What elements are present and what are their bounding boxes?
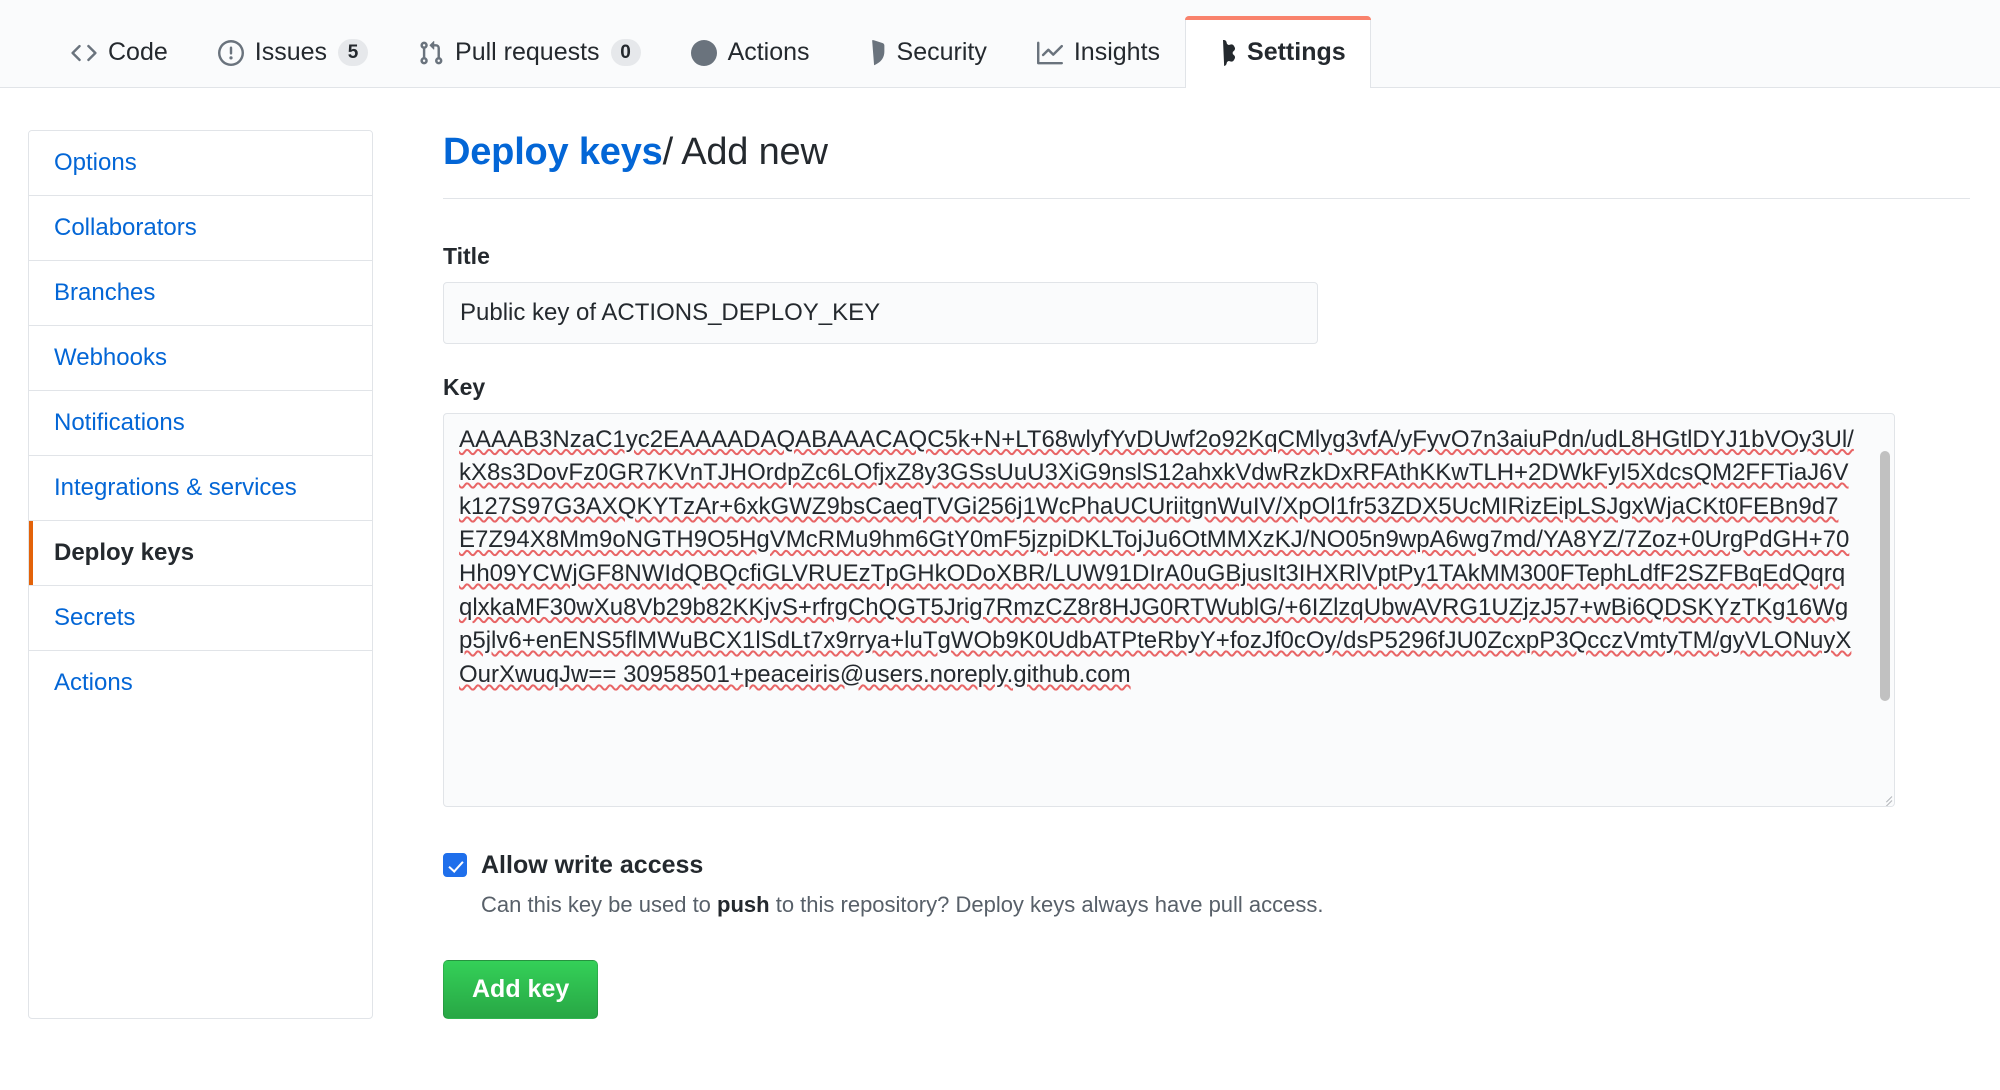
repo-nav-tabs: Code Issues 5 Pull requests 0 Actions Se…: [0, 0, 2000, 88]
sidebar-item-secrets[interactable]: Secrets: [29, 586, 372, 651]
tab-actions-label: Actions: [727, 38, 810, 66]
help-bold-push: push: [717, 891, 770, 917]
breadcrumb-deploy-keys-link[interactable]: Deploy keys: [443, 131, 663, 173]
tab-issues-label: Issues: [254, 38, 328, 66]
add-key-button[interactable]: Add key: [443, 960, 599, 1020]
key-textarea-scrollbar[interactable]: [1877, 414, 1893, 806]
shield-icon: [860, 39, 886, 66]
help-prefix: Can this key be used to: [481, 891, 718, 917]
gear-icon: [1210, 39, 1236, 66]
breadcrumb-current: Add new: [681, 131, 828, 173]
tab-settings[interactable]: Settings: [1185, 16, 1371, 88]
sidebar-item-webhooks[interactable]: Webhooks: [29, 326, 372, 391]
tab-issues-counter: 5: [338, 39, 369, 66]
tab-security[interactable]: Security: [835, 17, 1012, 87]
tab-security-label: Security: [896, 38, 987, 66]
code-icon: [71, 40, 97, 66]
sidebar-item-integrations-services[interactable]: Integrations & services: [29, 456, 372, 521]
sidebar-item-notifications[interactable]: Notifications: [29, 391, 372, 456]
tab-insights-label: Insights: [1073, 38, 1161, 66]
play-icon: [690, 39, 717, 66]
allow-write-access-checkbox[interactable]: [443, 853, 467, 878]
sidebar-item-branches[interactable]: Branches: [29, 261, 372, 326]
sidebar-item-deploy-keys[interactable]: Deploy keys: [29, 521, 372, 586]
tab-pull-requests[interactable]: Pull requests 0: [393, 17, 666, 87]
breadcrumb-separator: /: [662, 131, 674, 173]
page-title: Deploy keys/ Add new: [443, 130, 1970, 199]
tab-pull-requests-label: Pull requests: [455, 38, 600, 66]
settings-sidebar: Options Collaborators Branches Webhooks …: [28, 130, 373, 1020]
key-textarea-value: AAAAB3NzaC1yc2EAAAADAQABAAACAQC5k+N+LT68…: [459, 425, 1854, 688]
key-field-label: Key: [443, 373, 486, 400]
help-suffix: to this repository? Deploy keys always h…: [769, 891, 1324, 917]
tab-settings-label: Settings: [1247, 38, 1346, 66]
allow-write-access-help: Can this key be used to push to this rep…: [481, 890, 1970, 921]
allow-write-access-label: Allow write access: [481, 850, 704, 879]
sidebar-item-options[interactable]: Options: [29, 131, 372, 196]
textarea-resize-handle[interactable]: [1876, 788, 1893, 806]
title-field-label: Title: [443, 242, 490, 269]
settings-page: Options Collaborators Branches Webhooks …: [0, 88, 2000, 1020]
issue-opened-icon: [217, 39, 244, 66]
sidebar-item-actions[interactable]: Actions: [29, 651, 372, 715]
key-textarea[interactable]: AAAAB3NzaC1yc2EAAAADAQABAAACAQC5k+N+LT68…: [443, 412, 1895, 807]
allow-write-access-row[interactable]: Allow write access: [443, 851, 1970, 880]
git-pull-request-icon: [418, 40, 444, 66]
main-content: Deploy keys/ Add new Title Key AAAAB3Nza…: [373, 130, 2000, 1020]
tab-code-label: Code: [108, 38, 168, 66]
title-input[interactable]: [443, 281, 1318, 344]
tab-pull-requests-counter: 0: [610, 39, 641, 66]
tab-actions[interactable]: Actions: [666, 17, 835, 87]
scrollbar-thumb[interactable]: [1880, 450, 1890, 701]
tab-issues[interactable]: Issues 5: [193, 17, 393, 87]
sidebar-item-collaborators[interactable]: Collaborators: [29, 196, 372, 261]
graph-icon: [1036, 40, 1063, 66]
tab-insights[interactable]: Insights: [1012, 17, 1185, 87]
tab-code[interactable]: Code: [46, 17, 193, 87]
